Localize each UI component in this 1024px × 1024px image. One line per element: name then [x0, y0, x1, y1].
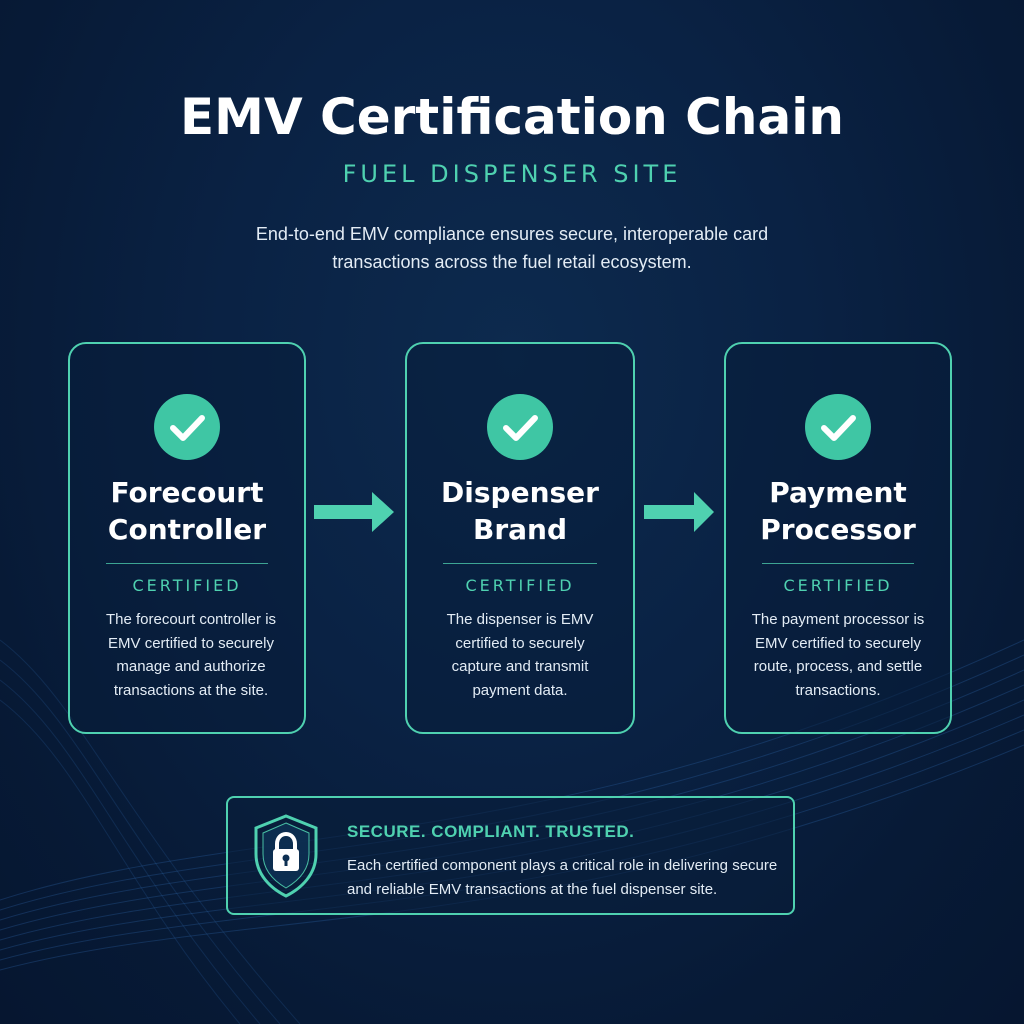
- page-subtitle: FUEL DISPENSER SITE: [342, 160, 682, 188]
- banner-headline: SECURE. COMPLIANT. TRUSTED.: [347, 822, 635, 841]
- arrow-right-icon: [644, 492, 714, 532]
- check-circle-icon: [805, 394, 871, 460]
- step-description: The dispenser is EMV certified to secure…: [446, 611, 594, 699]
- step-name-line1: Payment: [769, 476, 907, 509]
- status-label: CERTIFIED: [465, 576, 575, 595]
- divider: [762, 563, 914, 564]
- step-name-line2: Processor: [760, 513, 916, 546]
- step-name: Payment Processor: [726, 474, 950, 548]
- page-title: EMV Certification Chain: [180, 88, 844, 146]
- shield-lock-icon: [254, 814, 318, 898]
- step-name: Dispenser Brand: [407, 474, 633, 548]
- step-card-payment-processor: Payment Processor CERTIFIED The payment …: [724, 342, 952, 734]
- divider: [443, 563, 597, 564]
- step-description: The payment processor is EMV certified t…: [751, 611, 925, 699]
- divider: [106, 563, 268, 564]
- status-label: CERTIFIED: [783, 576, 893, 595]
- check-circle-icon: [487, 394, 553, 460]
- check-circle-icon: [154, 394, 220, 460]
- trust-banner: SECURE. COMPLIANT. TRUSTED. Each certifi…: [226, 796, 795, 915]
- banner-body: Each certified component plays a critica…: [347, 857, 778, 898]
- status-label: CERTIFIED: [132, 576, 242, 595]
- step-name-line1: Forecourt: [110, 476, 264, 509]
- step-card-dispenser-brand: Dispenser Brand CERTIFIED The dispenser …: [405, 342, 635, 734]
- step-name-line1: Dispenser: [441, 476, 599, 509]
- step-description: The forecourt controller is EMV certifie…: [105, 611, 277, 699]
- step-name-line2: Brand: [472, 513, 568, 546]
- arrow-right-icon: [314, 492, 394, 532]
- step-card-forecourt-controller: Forecourt Controller CERTIFIED The forec…: [68, 342, 306, 734]
- step-name-line2: Controller: [107, 513, 267, 546]
- intro-text: End-to-end EMV compliance ensures secure…: [255, 224, 769, 272]
- step-name: Forecourt Controller: [70, 474, 304, 548]
